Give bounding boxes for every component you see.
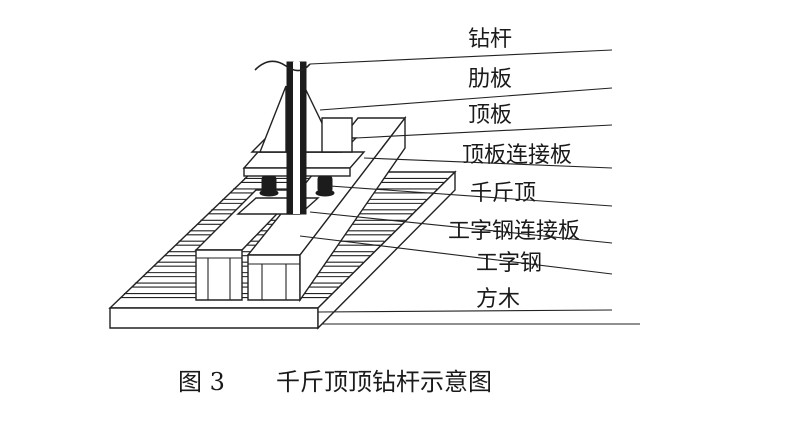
leader-lines	[299, 49, 640, 325]
caption-title: 千斤顶顶钻杆示意图	[276, 368, 492, 396]
i-beam-side	[299, 115, 406, 303]
timber-mat-front	[109, 307, 319, 329]
label-drill-rod: 钻杆	[468, 27, 512, 52]
caption-number: 图 3	[178, 368, 225, 396]
figure-caption: 图 3 千斤顶顶钻杆示意图	[178, 368, 492, 396]
label-jack: 千斤顶	[470, 181, 536, 206]
rib-plate-left	[258, 85, 287, 153]
jacks	[259, 175, 335, 197]
i-beam-front	[247, 254, 301, 301]
timber-mat-side	[317, 170, 456, 330]
label-rib-plate: 肋板	[468, 67, 512, 92]
label-i-beam: 工字钢	[476, 251, 542, 276]
label-timber: 方木	[476, 287, 520, 312]
label-top-plate: 顶板	[468, 103, 512, 128]
label-i-beam-connector: 工字钢连接板	[448, 219, 580, 244]
label-top-plate-connector: 顶板连接板	[462, 143, 572, 168]
labels: 钻杆 肋板 顶板 顶板连接板 千斤顶 工字钢连接板 工字钢 方木	[448, 27, 580, 312]
drill-rod	[254, 60, 311, 215]
